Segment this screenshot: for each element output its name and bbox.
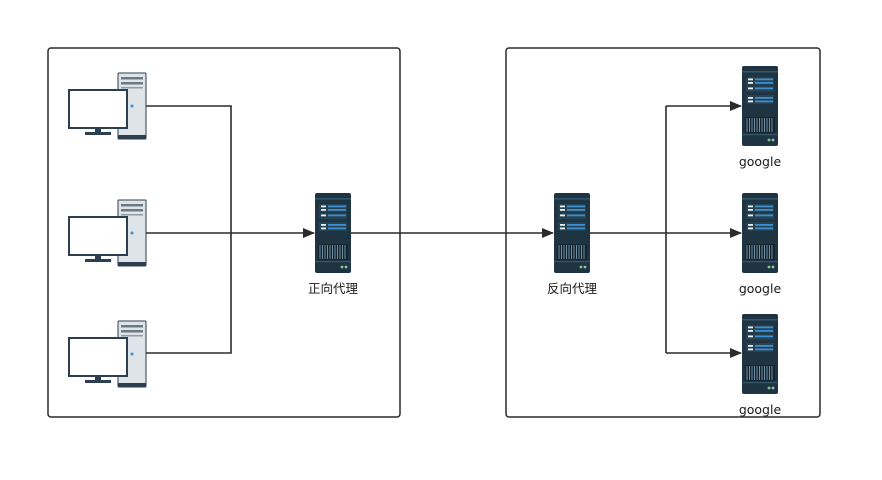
google-server-2-label: google xyxy=(739,281,782,296)
reverse-proxy-server-icon xyxy=(554,193,590,273)
forward-proxy-label: 正向代理 xyxy=(308,281,359,296)
client-1-desktop-computer-icon xyxy=(68,72,147,140)
google-server-2-icon xyxy=(742,193,778,273)
google-server-3-icon xyxy=(742,314,778,394)
reverse-proxy-label: 反向代理 xyxy=(547,281,598,296)
client-3-connector xyxy=(146,233,232,354)
google-server-3-label: google xyxy=(739,402,782,417)
client-1-connector xyxy=(146,105,232,233)
client-2-desktop-computer-icon xyxy=(68,199,147,267)
google-server-1-icon xyxy=(742,66,778,146)
client-3-desktop-computer-icon xyxy=(68,320,147,388)
google-server-1-label: google xyxy=(739,154,782,169)
forward-proxy-server-icon xyxy=(315,193,351,273)
